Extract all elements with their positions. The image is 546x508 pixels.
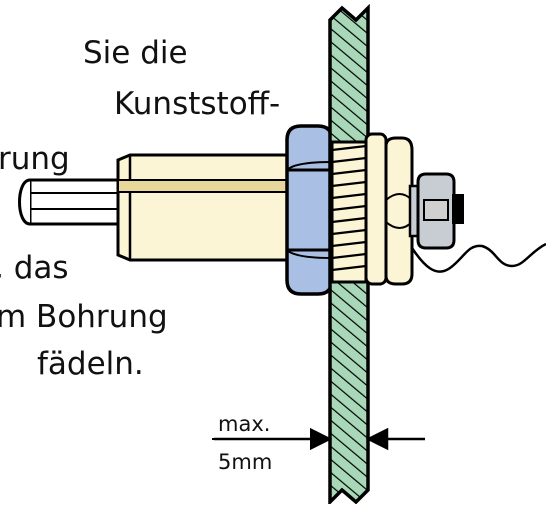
- thread: [330, 140, 368, 284]
- sensor-body: [116, 153, 294, 262]
- dimension-label-bottom: 5mm: [218, 450, 273, 474]
- cable: [18, 178, 120, 226]
- wire: [410, 242, 546, 273]
- dimension-label-top: max.: [218, 412, 271, 436]
- instruction-line-4: , das: [0, 250, 69, 286]
- terminal-nut: [408, 172, 464, 250]
- instruction-line-5: m Bohrung: [0, 299, 168, 335]
- hex-nut-left: [285, 124, 334, 296]
- instruction-line-3: rung: [0, 141, 70, 177]
- hex-nut-right: [364, 132, 414, 286]
- instruction-line-2: Kunststoff-: [114, 86, 281, 122]
- instruction-line-1: Sie die: [83, 35, 188, 71]
- instruction-line-6: fädeln.: [37, 346, 144, 382]
